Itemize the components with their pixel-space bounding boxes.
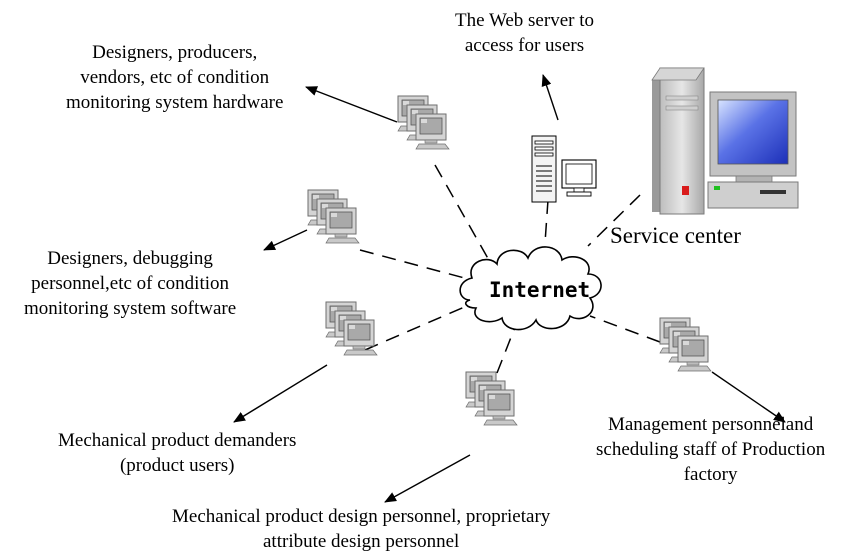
label-arrows: [233, 74, 786, 503]
arrow-web-server: [541, 74, 559, 121]
monitor-icon: [561, 159, 597, 197]
hardware-group-label-line: monitoring system hardware: [66, 92, 284, 113]
arrow-software: [263, 229, 308, 251]
link-service-center: [587, 194, 641, 247]
web-server-label-line: access for users: [464, 35, 585, 56]
workstation-icon: [466, 372, 517, 425]
software-group-label: Designers, debugging personnel,etc of co…: [24, 246, 236, 321]
workstation-icon: [308, 190, 359, 243]
web-server-label: The Web server to access for users: [455, 8, 594, 58]
demanders-group-label-line: (product users): [119, 455, 235, 476]
link-hardware: [434, 164, 491, 263]
internet-label: Internet: [489, 278, 591, 302]
arrow-management: [711, 371, 786, 423]
demanders-group-label-line: Mechanical product demanders: [58, 430, 297, 451]
hardware-group-label-line: Designers, producers,: [92, 42, 258, 63]
link-software: [359, 249, 473, 281]
design-group-label-line: Mechanical product design personnel, pro…: [172, 506, 551, 527]
arrow-demanders: [233, 364, 328, 423]
design-group-label: Mechanical product design personnel, pro…: [172, 504, 550, 554]
link-web-server: [544, 199, 549, 244]
hardware-group-label-line: vendors, etc of condition: [80, 67, 270, 88]
software-group-label-line: personnel,etc of condition: [31, 273, 229, 294]
arrow-hardware: [305, 86, 398, 123]
arrow-design: [384, 454, 471, 503]
demanders-group-label: Mechanical product demanders (product us…: [58, 428, 296, 478]
dashed-connections: [359, 164, 661, 374]
workstation-icon: [326, 302, 377, 355]
management-group-label-line: factory: [683, 464, 738, 485]
management-group-label: Management personneland scheduling staff…: [596, 412, 825, 487]
cloud-icon: [459, 246, 602, 331]
service-center-label: Service center: [610, 223, 741, 248]
web-server-label-line: The Web server to: [455, 10, 594, 31]
workstation-icon: [398, 96, 449, 149]
desktop-computer-icon: [651, 67, 799, 215]
link-management: [589, 315, 661, 343]
software-group-label-line: monitoring system software: [24, 298, 237, 319]
software-group-label-line: Designers, debugging: [47, 248, 213, 269]
hardware-group-label: Designers, producers, vendors, etc of co…: [66, 40, 283, 115]
design-group-label-line: attribute design personnel: [263, 531, 460, 552]
management-group-label-line: Management personneland: [607, 414, 814, 435]
link-design: [496, 321, 518, 374]
management-group-label-line: scheduling staff of Production: [596, 439, 826, 460]
workstation-icon: [660, 318, 711, 371]
server-icon: [531, 135, 557, 203]
link-demanders: [364, 301, 477, 351]
